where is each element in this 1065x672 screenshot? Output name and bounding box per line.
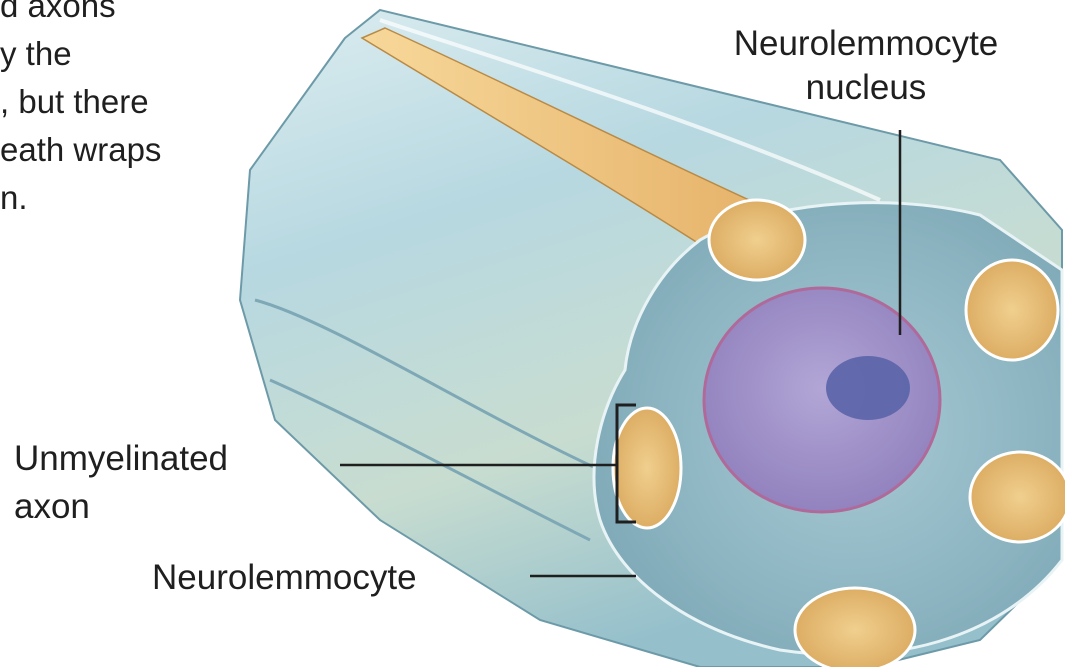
nucleus-label: Neurolemmocyte nucleus (676, 22, 1056, 110)
intro-text: d axons y the , but there eath wraps n. (0, 0, 161, 222)
nucleus-label-line2: nucleus (676, 66, 1056, 110)
intro-line: eath wraps (0, 126, 161, 174)
axon-cross-section (795, 588, 915, 667)
axon-cross-section (970, 452, 1065, 542)
nucleus-label-line1: Neurolemmocyte (676, 22, 1056, 66)
axon-cross-section (966, 260, 1058, 360)
unmyelinated-label-line1: Unmyelinated (14, 435, 228, 483)
intro-line: , but there (0, 78, 161, 126)
nucleolus (826, 356, 910, 420)
unmyelinated-label-line2: axon (14, 483, 228, 531)
intro-line: d axons (0, 0, 161, 30)
unmyelinated-axon-label: Unmyelinated axon (14, 435, 228, 531)
neurolemmocyte-label: Neurolemmocyte (152, 554, 417, 602)
intro-line: y the (0, 30, 161, 78)
axon-cross-section (613, 408, 681, 528)
axon-cross-section (709, 200, 805, 280)
intro-line: n. (0, 174, 161, 222)
